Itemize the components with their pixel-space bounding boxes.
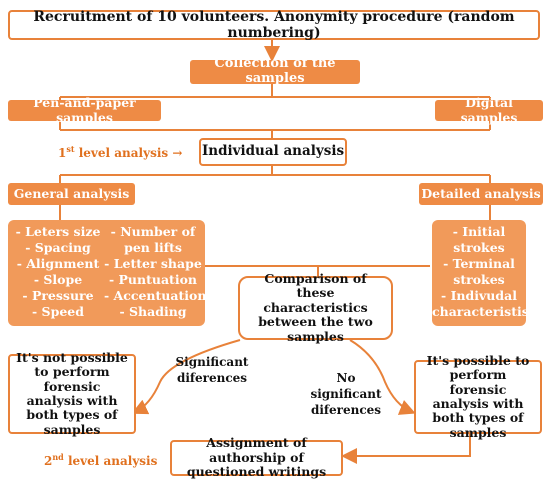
list-item: - Pressure [22,288,94,303]
recruitment-box: Recruitment of 10 volunteers. Anonymity … [8,8,540,41]
list-item: - Speed [32,304,84,319]
assignment-box: Assignment of authorship of questioned w… [170,436,343,479]
not-possible-box: It's not possible to perform forensic an… [8,349,136,437]
comparison-label: Comparison of these characteristics betw… [258,271,373,344]
list-item: - Shading [119,304,187,319]
detailed-analysis-label: Detailed analysis [421,185,541,201]
list-item: - Letter shape [104,256,202,271]
list-item: - Spacing [25,240,91,255]
list-item: - Accentuation [104,288,207,303]
digital-box: Digital samples [435,95,543,124]
list-item: - Indivudal [441,288,517,303]
general-characteristics-box [8,220,205,326]
list-item: - Puntuation [108,272,198,287]
list-item: pen lifts [124,240,182,255]
list-item: - Leters size [15,224,101,239]
list-item: - Initial [452,224,506,239]
recruitment-label: Recruitment of 10 volunteers. Anonymity … [33,8,515,41]
detailed-list: - Initial strokes - Terminal strokes - I… [432,224,529,320]
general-list-left: - Leters size - Spacing - Alignment - Sl… [12,224,104,320]
individual-analysis-box: Individual analysis [199,138,347,166]
general-analysis-box: General analysis [8,183,135,205]
pen-paper-label: Pen-and-paper samples [33,95,136,125]
no-significant-label: No significant diferences [310,371,382,417]
list-item: - Slope [33,272,83,287]
general-analysis-label: General analysis [13,185,130,201]
comparison-box: Comparison of these characteristics betw… [238,271,393,343]
list-item: strokes [453,240,505,255]
significant-label: Significant diferences [175,355,249,385]
collection-box: Collection of the samples [190,56,360,86]
list-item: - Alignment [16,256,100,271]
general-list-right: - Number of pen lifts - Letter shape - P… [104,224,207,320]
first-level-label: 1st level analysis → [58,144,183,160]
not-possible-label: It's not possible to perform forensic an… [16,349,128,437]
detailed-characteristics-box [432,220,526,326]
list-item: - Terminal [443,256,515,271]
list-item: characteristis [432,304,529,319]
list-item: strokes [453,272,505,287]
list-item: - Number of [110,224,196,239]
possible-box: It's possible to perform forensic analys… [414,353,542,439]
detailed-analysis-box: Detailed analysis [419,183,543,205]
pen-paper-box: Pen-and-paper samples [8,95,161,124]
collection-label: Collection of the samples [214,56,336,86]
individual-analysis-label: Individual analysis [201,143,345,160]
assignment-label: Assignment of authorship of questioned w… [186,435,327,480]
possible-label: It's possible to perform forensic analys… [426,352,530,440]
second-level-label: 2nd level analysis [44,452,158,468]
digital-label: Digital samples [460,95,518,125]
